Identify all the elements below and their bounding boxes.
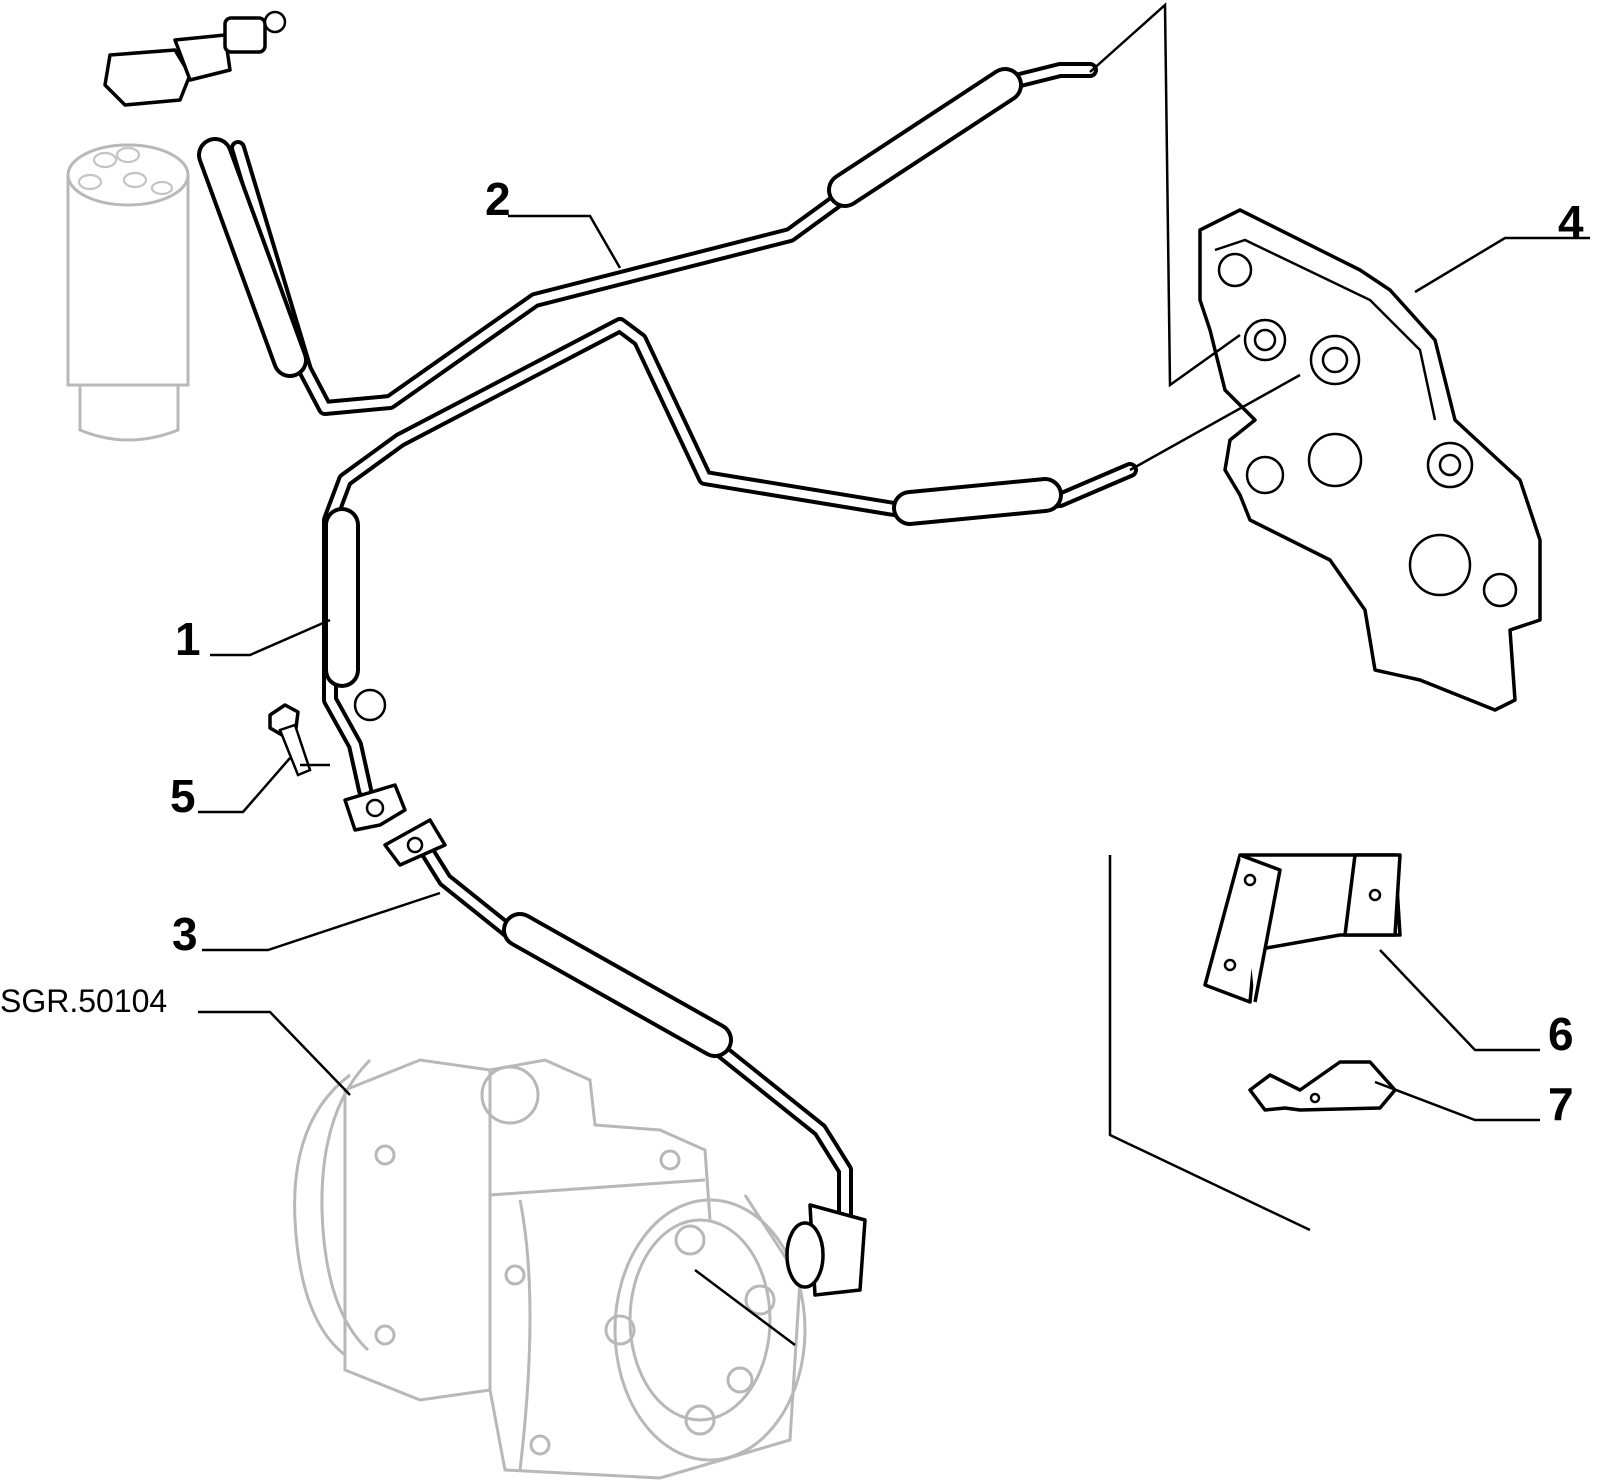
leader-hose1-end: [1129, 373, 1301, 472]
callout-3: 3: [172, 908, 198, 960]
leader-3: [202, 891, 441, 952]
hose-1: [322, 317, 1138, 832]
callout-7: 7: [1548, 1078, 1574, 1130]
group-bracket-lines: [1108, 855, 1311, 1232]
callout-6: 6: [1548, 1008, 1574, 1060]
reference-label: SGR.50104: [0, 983, 167, 1019]
leader-hose3-end: [694, 1269, 796, 1346]
leader-7: [1374, 1080, 1540, 1122]
callout-4: 4: [1558, 196, 1584, 248]
leader-1: [210, 618, 331, 657]
callout-2: 2: [485, 173, 511, 225]
leader-4: [1414, 236, 1590, 294]
callout-5: 5: [170, 770, 196, 822]
leader-hose2-end: [1089, 2, 1241, 388]
clip-7: [1248, 1060, 1397, 1112]
leader-2: [508, 214, 622, 269]
hose-3: [383, 818, 867, 1297]
expansion-plate-4: [1198, 208, 1542, 712]
receiver-drier: [66, 143, 190, 442]
leader-6: [1379, 949, 1540, 1052]
leader-ref: [198, 1010, 351, 1096]
leader-5: [198, 757, 291, 814]
bracket-6: [1203, 853, 1402, 1004]
callout-1: 1: [175, 613, 201, 665]
bolt-5: [268, 703, 330, 777]
hose-2: [103, 10, 1098, 416]
compressor-unit: [293, 1058, 807, 1480]
